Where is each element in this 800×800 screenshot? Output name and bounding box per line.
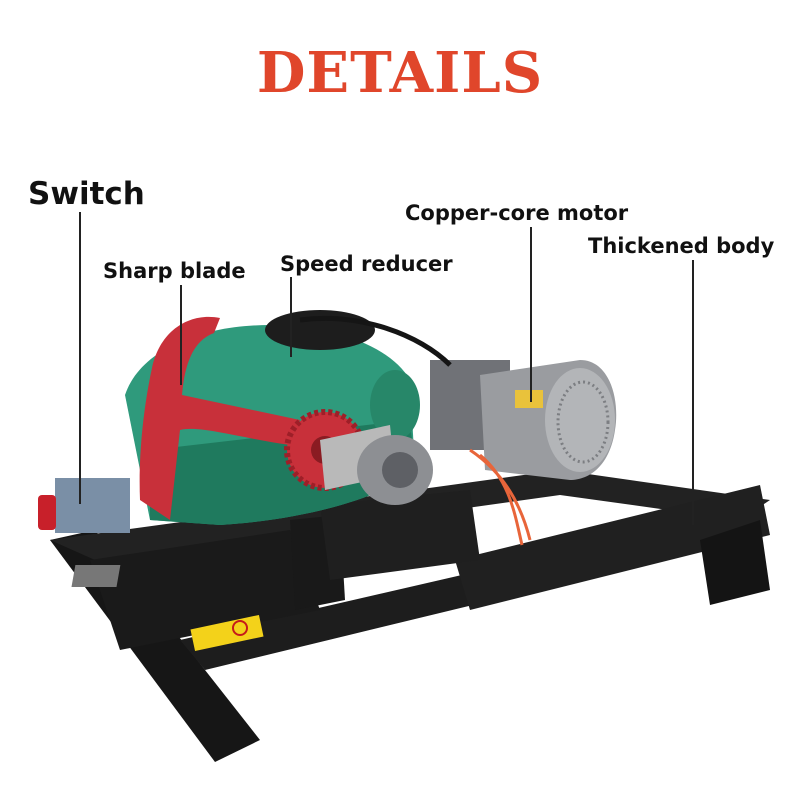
speed-reducer-bearing-cap bbox=[370, 370, 420, 440]
label-speed-reducer: Speed reducer bbox=[280, 252, 453, 276]
label-sharp-blade: Sharp blade bbox=[103, 259, 246, 283]
sharp-blade bbox=[139, 316, 300, 520]
switch-lever bbox=[38, 495, 56, 530]
motor-cables bbox=[469, 448, 532, 546]
motor-belt bbox=[299, 315, 452, 367]
label-thickened-body: Thickened body bbox=[588, 234, 775, 258]
motor-label bbox=[515, 390, 543, 408]
frame-bearing-stand bbox=[320, 490, 480, 580]
leader-line-sharp-blade bbox=[180, 285, 182, 385]
frame-right-leg bbox=[700, 520, 770, 605]
leader-line-switch bbox=[79, 212, 81, 504]
leader-line-speed-reducer bbox=[290, 277, 292, 357]
frame-base-plate bbox=[90, 530, 320, 650]
frame-right-beam bbox=[455, 485, 770, 610]
label-switch: Switch bbox=[28, 176, 145, 212]
label-copper-core-motor: Copper-core motor bbox=[405, 201, 629, 225]
motor-fan-grille bbox=[556, 380, 610, 464]
switch-box bbox=[55, 478, 130, 533]
leader-line-body bbox=[692, 260, 694, 525]
machine-illustration bbox=[38, 310, 770, 762]
page-title: DETAILS bbox=[256, 40, 544, 106]
leader-line-motor bbox=[530, 227, 532, 402]
warning-sticker-symbol bbox=[232, 620, 248, 636]
motor-fan-cover bbox=[545, 368, 615, 472]
bearing-block-center bbox=[382, 452, 418, 488]
frame-cutout bbox=[71, 565, 121, 587]
